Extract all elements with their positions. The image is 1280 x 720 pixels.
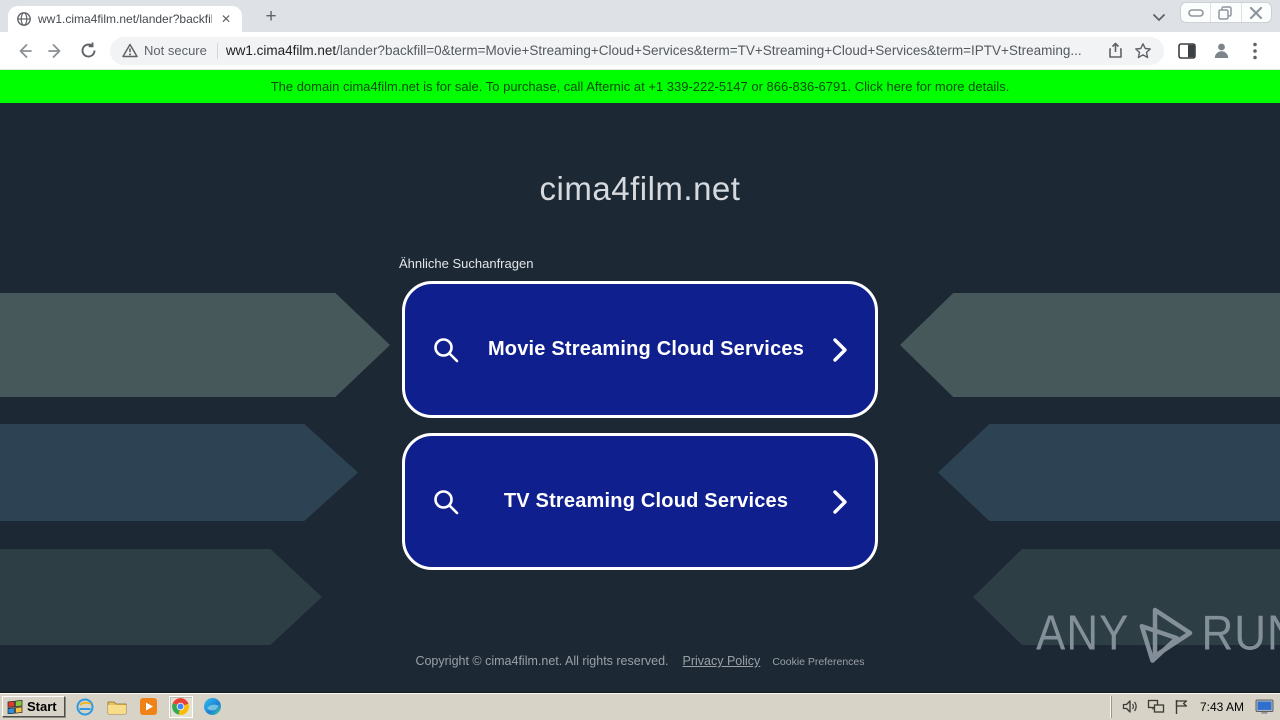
chrome-taskbar-icon[interactable] (168, 695, 193, 718)
privacy-policy-link[interactable]: Privacy Policy (682, 654, 761, 668)
browser-toolbar: Not secure ww1.cima4film.net/lander?back… (0, 32, 1280, 70)
copyright-text: Copyright © cima4film.net. All rights re… (415, 654, 669, 668)
background-arrow (900, 293, 1280, 397)
url-text[interactable]: ww1.cima4film.net/lander?backfill=0&term… (226, 43, 1097, 58)
background-arrow (973, 549, 1280, 645)
forward-icon[interactable] (42, 37, 70, 65)
chevron-down-icon[interactable] (1150, 9, 1168, 25)
background-arrow (938, 424, 1280, 521)
chevron-right-icon (831, 336, 849, 364)
search-icon (431, 335, 461, 365)
windows-logo-icon (7, 699, 23, 714)
edge-icon[interactable] (201, 696, 225, 718)
chevron-right-icon (831, 488, 849, 516)
close-button[interactable] (1240, 3, 1271, 22)
profile-avatar-icon[interactable] (1207, 37, 1235, 65)
security-label[interactable]: Not secure (144, 43, 207, 58)
system-tray: 7:43 AM (1110, 695, 1280, 718)
globe-favicon-icon (16, 11, 32, 27)
back-icon[interactable] (10, 37, 38, 65)
tab-title: ww1.cima4film.net/lander?backfill=0 (38, 12, 212, 26)
anyrun-watermark: ANY RUN (1036, 603, 1280, 665)
internet-explorer-icon[interactable] (73, 696, 97, 718)
background-arrow (0, 293, 390, 397)
taskbar-clock[interactable]: 7:43 AM (1199, 699, 1244, 714)
start-button-label: Start (27, 699, 57, 714)
address-bar[interactable]: Not secure ww1.cima4film.net/lander?back… (110, 36, 1164, 65)
side-panel-icon[interactable] (1173, 37, 1201, 65)
bookmark-star-icon[interactable] (1134, 42, 1152, 60)
start-button[interactable]: Start (2, 696, 65, 717)
reload-icon[interactable] (74, 37, 102, 65)
new-tab-button[interactable]: + (265, 6, 277, 27)
watermark-run-text: RUN (1201, 606, 1280, 661)
menu-dots-icon[interactable] (1241, 37, 1269, 65)
display-tray-icon[interactable] (1255, 699, 1274, 715)
page-footer: Copyright © cima4film.net. All rights re… (0, 654, 1280, 668)
url-domain: ww1.cima4film.net (225, 43, 337, 58)
sale-banner-text[interactable]: The domain cima4film.net is for sale. To… (270, 79, 1010, 94)
related-searches-label: Ähnliche Suchanfragen (399, 256, 534, 271)
action-center-flag-icon[interactable] (1174, 699, 1189, 715)
restore-button[interactable] (1210, 3, 1240, 22)
not-secure-warning-icon[interactable] (122, 43, 138, 58)
domain-for-sale-banner[interactable]: The domain cima4film.net is for sale. To… (0, 70, 1280, 103)
volume-icon[interactable] (1122, 699, 1138, 714)
tab-close-icon[interactable]: ✕ (220, 12, 232, 26)
page-title: cima4film.net (539, 170, 741, 207)
media-player-icon[interactable] (137, 696, 161, 718)
search-button-tv-streaming[interactable]: TV Streaming Cloud Services (402, 433, 878, 570)
search-icon (431, 487, 461, 517)
background-arrow (0, 549, 322, 645)
browser-tab[interactable]: ww1.cima4film.net/lander?backfill=0 ✕ (8, 6, 242, 32)
search-button-movie-streaming[interactable]: Movie Streaming Cloud Services (402, 281, 878, 418)
share-icon[interactable] (1107, 42, 1124, 59)
url-path: /lander?backfill=0&term=Movie+Streaming+… (336, 43, 1082, 58)
tab-strip: ww1.cima4film.net/lander?backfill=0 ✕ + (0, 0, 1280, 32)
anyrun-play-logo-icon (1133, 603, 1197, 665)
minimize-button[interactable] (1181, 3, 1210, 22)
background-arrow (0, 424, 358, 521)
network-icon[interactable] (1147, 699, 1165, 714)
search-button-label: Movie Streaming Cloud Services (487, 338, 805, 360)
file-explorer-icon[interactable] (105, 696, 129, 718)
window-controls (1180, 2, 1272, 23)
watermark-any-text: ANY (1036, 606, 1130, 661)
cookie-preferences-link[interactable]: Cookie Preferences (772, 656, 865, 668)
omnibox-divider (216, 42, 218, 59)
taskbar: Start 7:43 AM (0, 692, 1280, 720)
parked-page: cima4film.net Ähnliche Suchanfragen Movi… (0, 103, 1280, 692)
search-button-label: TV Streaming Cloud Services (503, 490, 789, 512)
